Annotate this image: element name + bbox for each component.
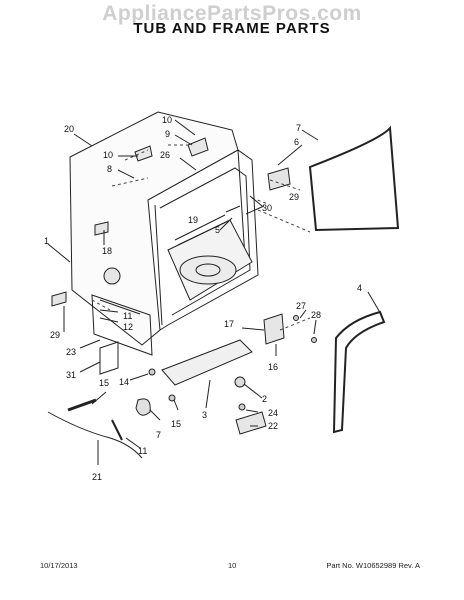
- screw-28: [311, 337, 317, 343]
- screw-14: [148, 368, 156, 376]
- footer-page: 10: [228, 561, 237, 570]
- callout-labels: 20 10 9 26 10 8 7 6 29 30 19 5 1 18 4 27…: [44, 115, 362, 482]
- callout-15: 15: [171, 419, 181, 429]
- harness-20: [47, 411, 143, 459]
- callout-4: 5: [215, 225, 220, 235]
- bottom-seal: [332, 310, 386, 434]
- page-title: TUB AND FRAME PARTS: [133, 20, 331, 37]
- heater-16: [67, 398, 97, 412]
- callout-2: 2: [262, 394, 267, 404]
- callout-29b: 29: [50, 330, 60, 340]
- footer-date: 10/17/2013: [40, 561, 78, 570]
- callout-30: 30: [262, 203, 272, 213]
- callout-9b: 8: [107, 164, 112, 174]
- clip-left: [51, 291, 67, 307]
- bracket-24: [235, 411, 267, 435]
- callout-18: 16: [268, 362, 278, 372]
- callout-9: 9: [165, 129, 170, 139]
- callout-10b: 10: [103, 150, 113, 160]
- screw-27: [293, 315, 299, 321]
- bracket-18: [263, 313, 285, 345]
- sump-cover: [179, 255, 237, 285]
- tub-inner-frame: [159, 167, 251, 316]
- callout-12: 11: [123, 311, 132, 321]
- screw-11: [111, 419, 123, 441]
- callout-10: 10: [162, 115, 172, 125]
- watermark: AppliancePartsPros.com: [102, 2, 362, 25]
- side-hole: [103, 267, 121, 285]
- vent-cap: [94, 221, 109, 236]
- callout-8: 7: [156, 430, 161, 440]
- hinge-bracket-top: [187, 137, 209, 157]
- door-seal: [308, 125, 400, 232]
- callout-29a: 29: [289, 192, 299, 202]
- callout-31: 31: [66, 370, 76, 380]
- callout-16: 15: [99, 378, 109, 388]
- callout-7: 6: [294, 137, 299, 147]
- screw-25: [238, 403, 246, 411]
- side-bracket: [267, 167, 291, 191]
- callout-3: 4: [357, 283, 362, 293]
- callout-1: 1: [44, 236, 49, 246]
- clip-8: [135, 398, 151, 416]
- screw-15: [168, 394, 176, 402]
- callout-20: 21: [92, 472, 102, 482]
- footer-part-number: Part No. W10652989 Rev. A: [326, 561, 420, 570]
- tub-front-frame: [147, 149, 259, 331]
- cover-31: [99, 341, 119, 375]
- clip-2: [234, 376, 246, 388]
- callout-14: 14: [119, 377, 129, 387]
- callout-26: 26: [160, 150, 170, 160]
- callout-24: 22: [268, 421, 278, 431]
- callout-23: 20: [64, 124, 74, 134]
- callout-17: 19: [188, 215, 198, 225]
- base-plate: [161, 339, 253, 386]
- callout-13: 12: [123, 322, 133, 332]
- callout-6: 7: [296, 123, 301, 133]
- callout-27: 27: [296, 301, 306, 311]
- callout-5: 3: [202, 410, 207, 420]
- callout-11: 11: [138, 446, 147, 456]
- callout-25: 24: [268, 408, 278, 418]
- callout-19: 17: [224, 319, 234, 329]
- callout-22: 23: [66, 347, 76, 357]
- callout-21: 18: [102, 246, 112, 256]
- callout-28: 28: [311, 310, 321, 320]
